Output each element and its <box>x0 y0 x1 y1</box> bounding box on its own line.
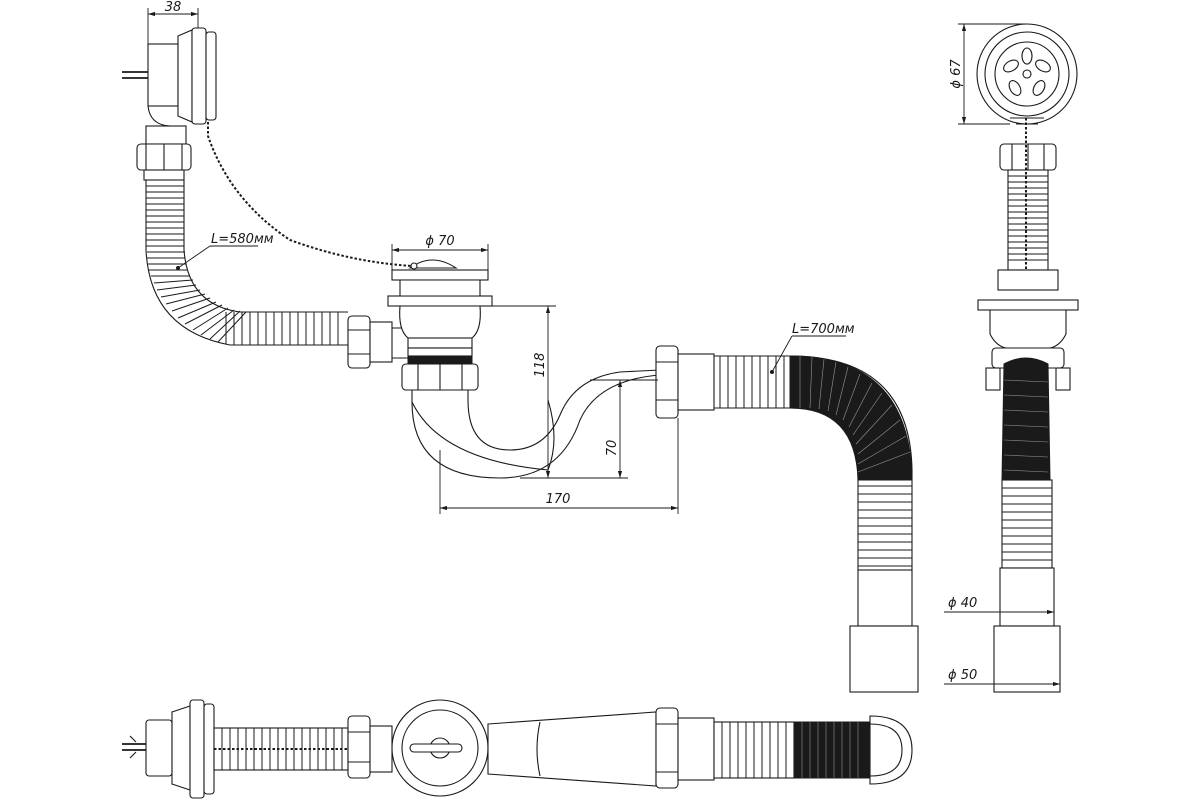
side-dark-hose <box>1001 357 1051 481</box>
dim-width-170: 170 <box>546 492 571 507</box>
side-dimensions: ϕ 67 ϕ 40 ϕ 50 <box>944 23 1060 687</box>
outlet-pipe <box>849 569 919 693</box>
top-view <box>122 699 913 799</box>
dim-height-118: 118 <box>533 353 548 378</box>
plug-chain <box>207 122 413 267</box>
overflow-fitting <box>122 27 217 145</box>
overflow-hose <box>145 180 348 346</box>
outlet-nut <box>655 345 715 419</box>
side-overflow-hose <box>997 118 1059 291</box>
side-lower-hose <box>993 479 1061 693</box>
side-inlet-nut <box>347 315 411 369</box>
siphon-nut <box>401 363 479 391</box>
dim-overflow-width: 38 <box>165 0 182 15</box>
overflow-grate <box>976 23 1078 125</box>
dim-outlet-diameter-40: ϕ 40 <box>948 596 977 611</box>
drain-plug <box>387 259 493 365</box>
overflow-nut <box>136 143 192 181</box>
dim-drain-diameter: ϕ 70 <box>425 234 454 249</box>
dim-height-70: 70 <box>605 440 620 457</box>
front-view <box>122 27 919 693</box>
front-dimensions: 38 L=580мм ϕ 70 118 70 170 L=700мм <box>147 0 855 514</box>
dim-outlet-diameter-50: ϕ 50 <box>948 668 977 683</box>
side-overflow-nut <box>999 143 1057 171</box>
outlet-hose <box>714 355 913 570</box>
dim-overflow-diameter: ϕ 67 <box>949 59 964 89</box>
dim-overflow-hose-length: L=580мм <box>211 232 274 247</box>
dim-outlet-hose-length: L=700мм <box>792 322 855 337</box>
side-view <box>976 23 1079 693</box>
